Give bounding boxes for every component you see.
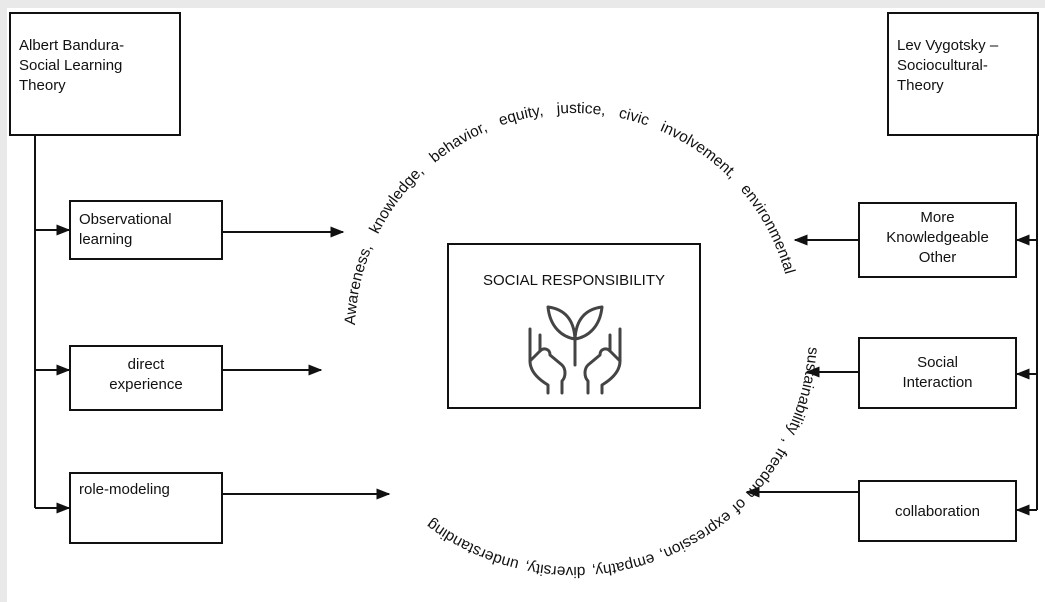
- social-responsibility-box: SOCIAL RESPONSIBILITY: [447, 243, 701, 409]
- concept-rolemodeling-line-1: role-modeling: [79, 481, 170, 498]
- concept-mko-line-3: Other: [918, 249, 957, 266]
- right-theory-line-1: Lev Vygotsky –: [897, 37, 999, 54]
- concept-observational-line-1: Observational: [79, 211, 172, 228]
- concept-direct-line-1: direct: [127, 356, 165, 373]
- concept-collaboration: collaboration: [858, 480, 1017, 542]
- concept-mko-line-1: More: [920, 209, 955, 226]
- concept-more-knowledgeable-other: More Knowledgeable Other: [858, 202, 1017, 278]
- concept-social-interaction: Social Interaction: [858, 337, 1017, 409]
- concept-role-modeling: role-modeling: [69, 472, 223, 544]
- concept-observational-learning: Observational learning: [69, 200, 223, 260]
- concept-interaction-line-2: Interaction: [902, 374, 973, 391]
- left-theory-line-1: Albert Bandura-: [19, 37, 125, 54]
- right-theory-line-3: Theory: [897, 77, 944, 94]
- center-title: SOCIAL RESPONSIBILITY: [483, 272, 665, 289]
- concept-collaboration-line-1: collaboration: [894, 503, 981, 520]
- right-theory-line-2: Sociocultural-: [897, 57, 988, 74]
- left-theory-line-3: Theory: [19, 77, 66, 94]
- plant-in-hands-icon: [528, 305, 622, 395]
- concept-interaction-line-1: Social: [917, 354, 958, 371]
- concept-direct-experience: direct experience: [69, 345, 223, 411]
- left-theory-box: Albert Bandura- Social Learning Theory: [9, 12, 181, 136]
- left-theory-line-2: Social Learning: [19, 57, 123, 74]
- diagram-canvas: Awareness, knowledge, behavior, equity, …: [7, 8, 1045, 602]
- concept-observational-line-2: learning: [79, 231, 133, 248]
- concept-direct-line-2: experience: [109, 376, 183, 393]
- concept-mko-line-2: Knowledgeable: [886, 229, 989, 246]
- right-theory-box: Lev Vygotsky – Sociocultural- Theory: [887, 12, 1039, 136]
